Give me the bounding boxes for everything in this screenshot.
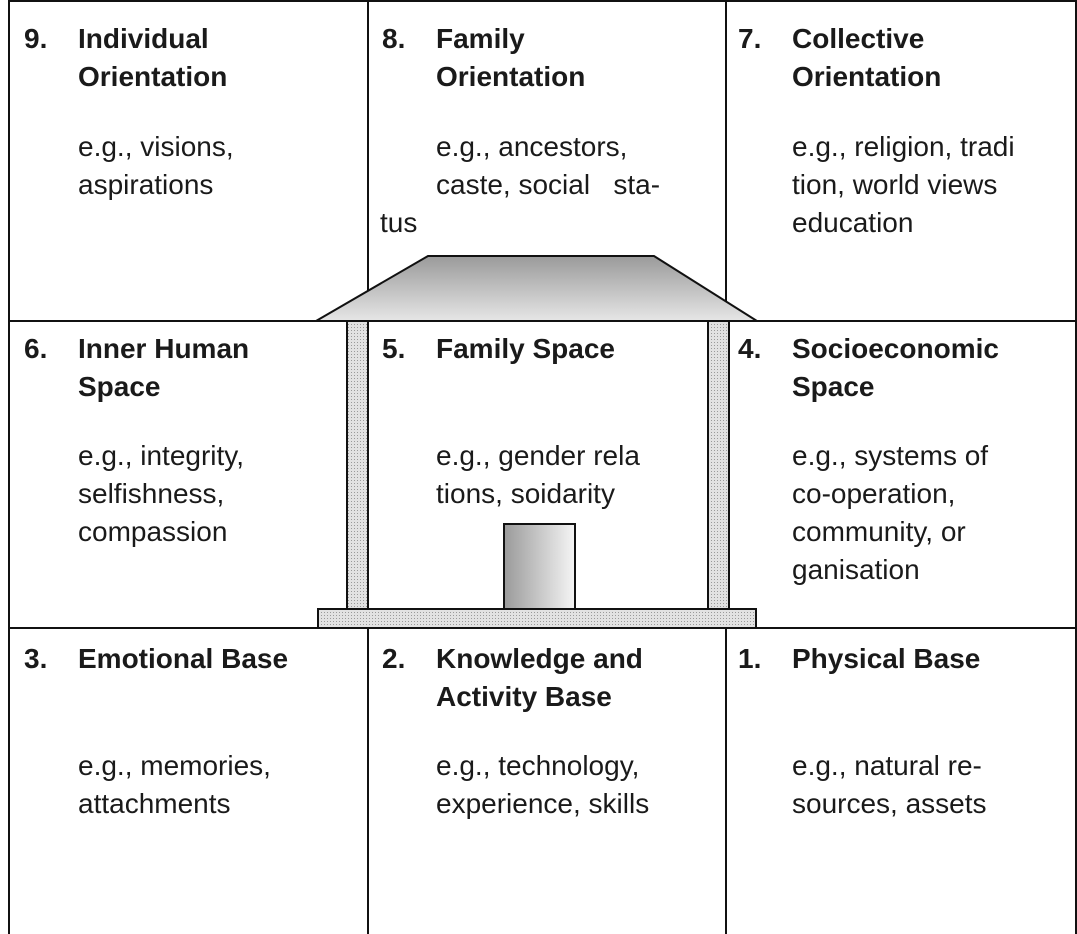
cell-3-description: e.g., memories, attachments <box>78 750 271 819</box>
cell-5-heading: 5. Family Space <box>382 330 702 370</box>
cell-6-title: Inner Human Space <box>78 333 250 402</box>
cell-3-number: 3. <box>24 643 48 674</box>
cell-7-title: Collective Orientation <box>792 23 942 92</box>
cell-9-number: 9. <box>24 23 48 54</box>
cell-5-number: 5. <box>382 333 406 364</box>
house-floor <box>317 608 757 629</box>
cell-8-title: Family Orientation <box>436 23 586 92</box>
cell-9-heading: 9. Individual Orientation <box>24 20 354 100</box>
grid-border-top <box>8 0 1077 2</box>
cell-5-title: Family Space <box>436 333 615 364</box>
cell-8-number: 8. <box>382 23 406 54</box>
house-roof <box>312 255 761 322</box>
cell-8-heading: 8. Family Orientation <box>382 20 712 100</box>
house-center-box <box>503 523 576 610</box>
cell-8-description: e.g., ancestors, caste, social sta- <box>436 131 661 200</box>
house-pillar-left <box>346 320 369 610</box>
cell-7-description: e.g., religion, tradi tion, world views … <box>792 131 1015 238</box>
cell-5-description: e.g., gender rela tions, soidarity <box>436 440 640 509</box>
cell-4-number: 4. <box>738 333 762 364</box>
cell-4-description: e.g., systems of co-operation, community… <box>792 440 989 585</box>
cell-1-title: Physical Base <box>792 643 981 674</box>
cell-3-title: Emotional Base <box>78 643 289 674</box>
cell-8-description-overflow: tus <box>380 207 418 238</box>
cell-9-title: Individual Orientation <box>78 23 228 92</box>
cell-1-heading: 1. Physical Base <box>738 640 1068 680</box>
cell-2-title: Knowledge and Activity Base <box>436 643 643 712</box>
cell-4-title: Socioeconomic Space <box>792 333 999 402</box>
cell-7-heading: 7. Collective Orientation <box>738 20 1068 100</box>
cell-4-heading: 4. Socioeconomic Space <box>738 330 1068 410</box>
house-pillar-right <box>707 320 730 610</box>
cell-7-number: 7. <box>738 23 762 54</box>
grid-border-right <box>1075 0 1077 934</box>
cell-1-number: 1. <box>738 643 762 674</box>
grid-border-left <box>8 0 10 934</box>
cell-3-heading: 3. Emotional Base <box>24 640 354 680</box>
cell-2-number: 2. <box>382 643 406 674</box>
cell-6-description: e.g., integrity, selfishness, compassion <box>78 440 245 547</box>
cell-6-heading: 6. Inner Human Space <box>24 330 344 410</box>
cell-2-description: e.g., technology, experience, skills <box>436 750 650 819</box>
cell-1-description: e.g., natural re- sources, assets <box>792 750 987 819</box>
cell-2-heading: 2. Knowledge and Activity Base <box>382 640 712 720</box>
cell-9-description: e.g., visions, aspirations <box>78 131 234 200</box>
cell-6-number: 6. <box>24 333 48 364</box>
